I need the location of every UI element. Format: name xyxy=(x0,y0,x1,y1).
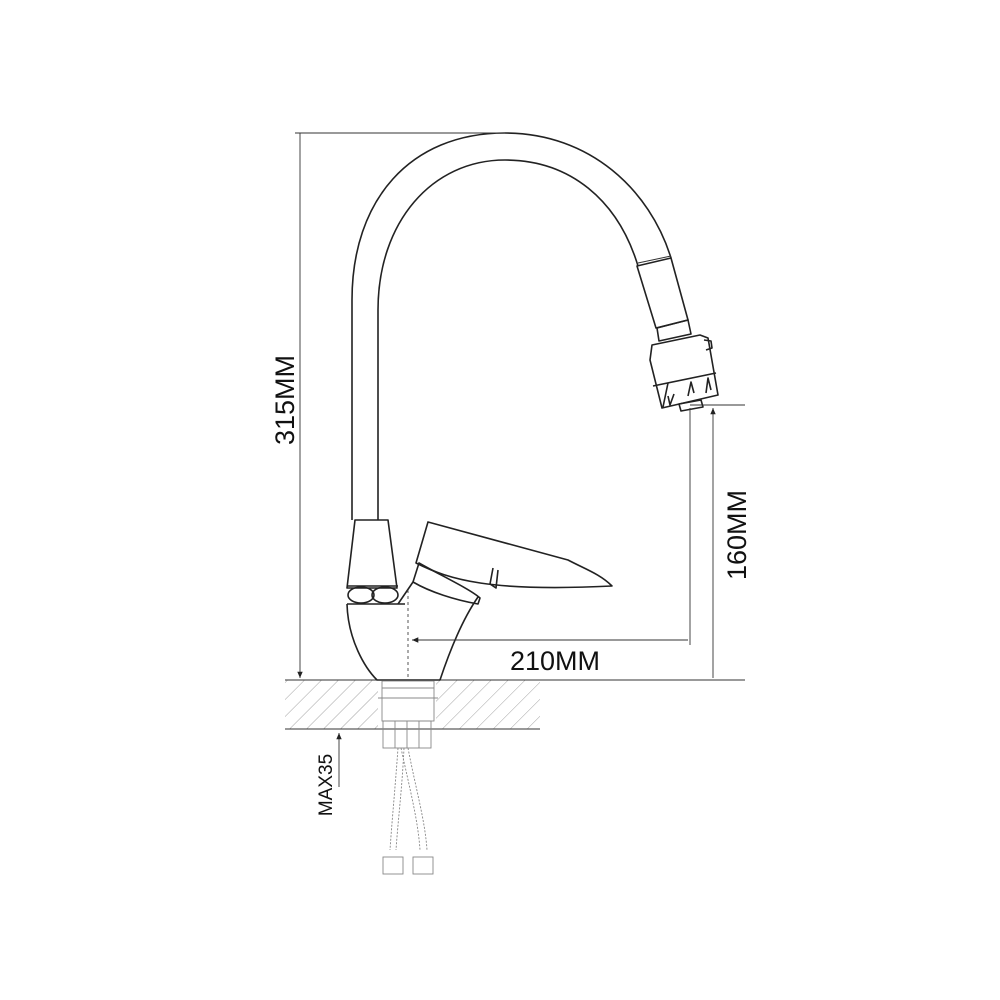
max-thickness-label: MAX35 xyxy=(316,754,337,816)
dimension-max-thickness: MAX35 xyxy=(316,733,342,816)
spray-head xyxy=(636,255,719,412)
dimension-spout-reach: 210MM xyxy=(412,408,691,676)
spout-height-label: 160MM xyxy=(722,490,752,580)
mounting-shank xyxy=(378,680,438,749)
spout-reach-label: 210MM xyxy=(510,646,600,676)
countertop xyxy=(285,679,745,730)
lever-handle xyxy=(412,521,613,605)
spout xyxy=(351,132,672,520)
supply-hoses xyxy=(382,747,434,875)
total-height-label: 315MM xyxy=(270,355,300,445)
dimension-spout-height: 160MM xyxy=(690,404,752,678)
dimension-total-height: 315MM xyxy=(270,132,505,678)
faucet-body xyxy=(346,519,479,681)
